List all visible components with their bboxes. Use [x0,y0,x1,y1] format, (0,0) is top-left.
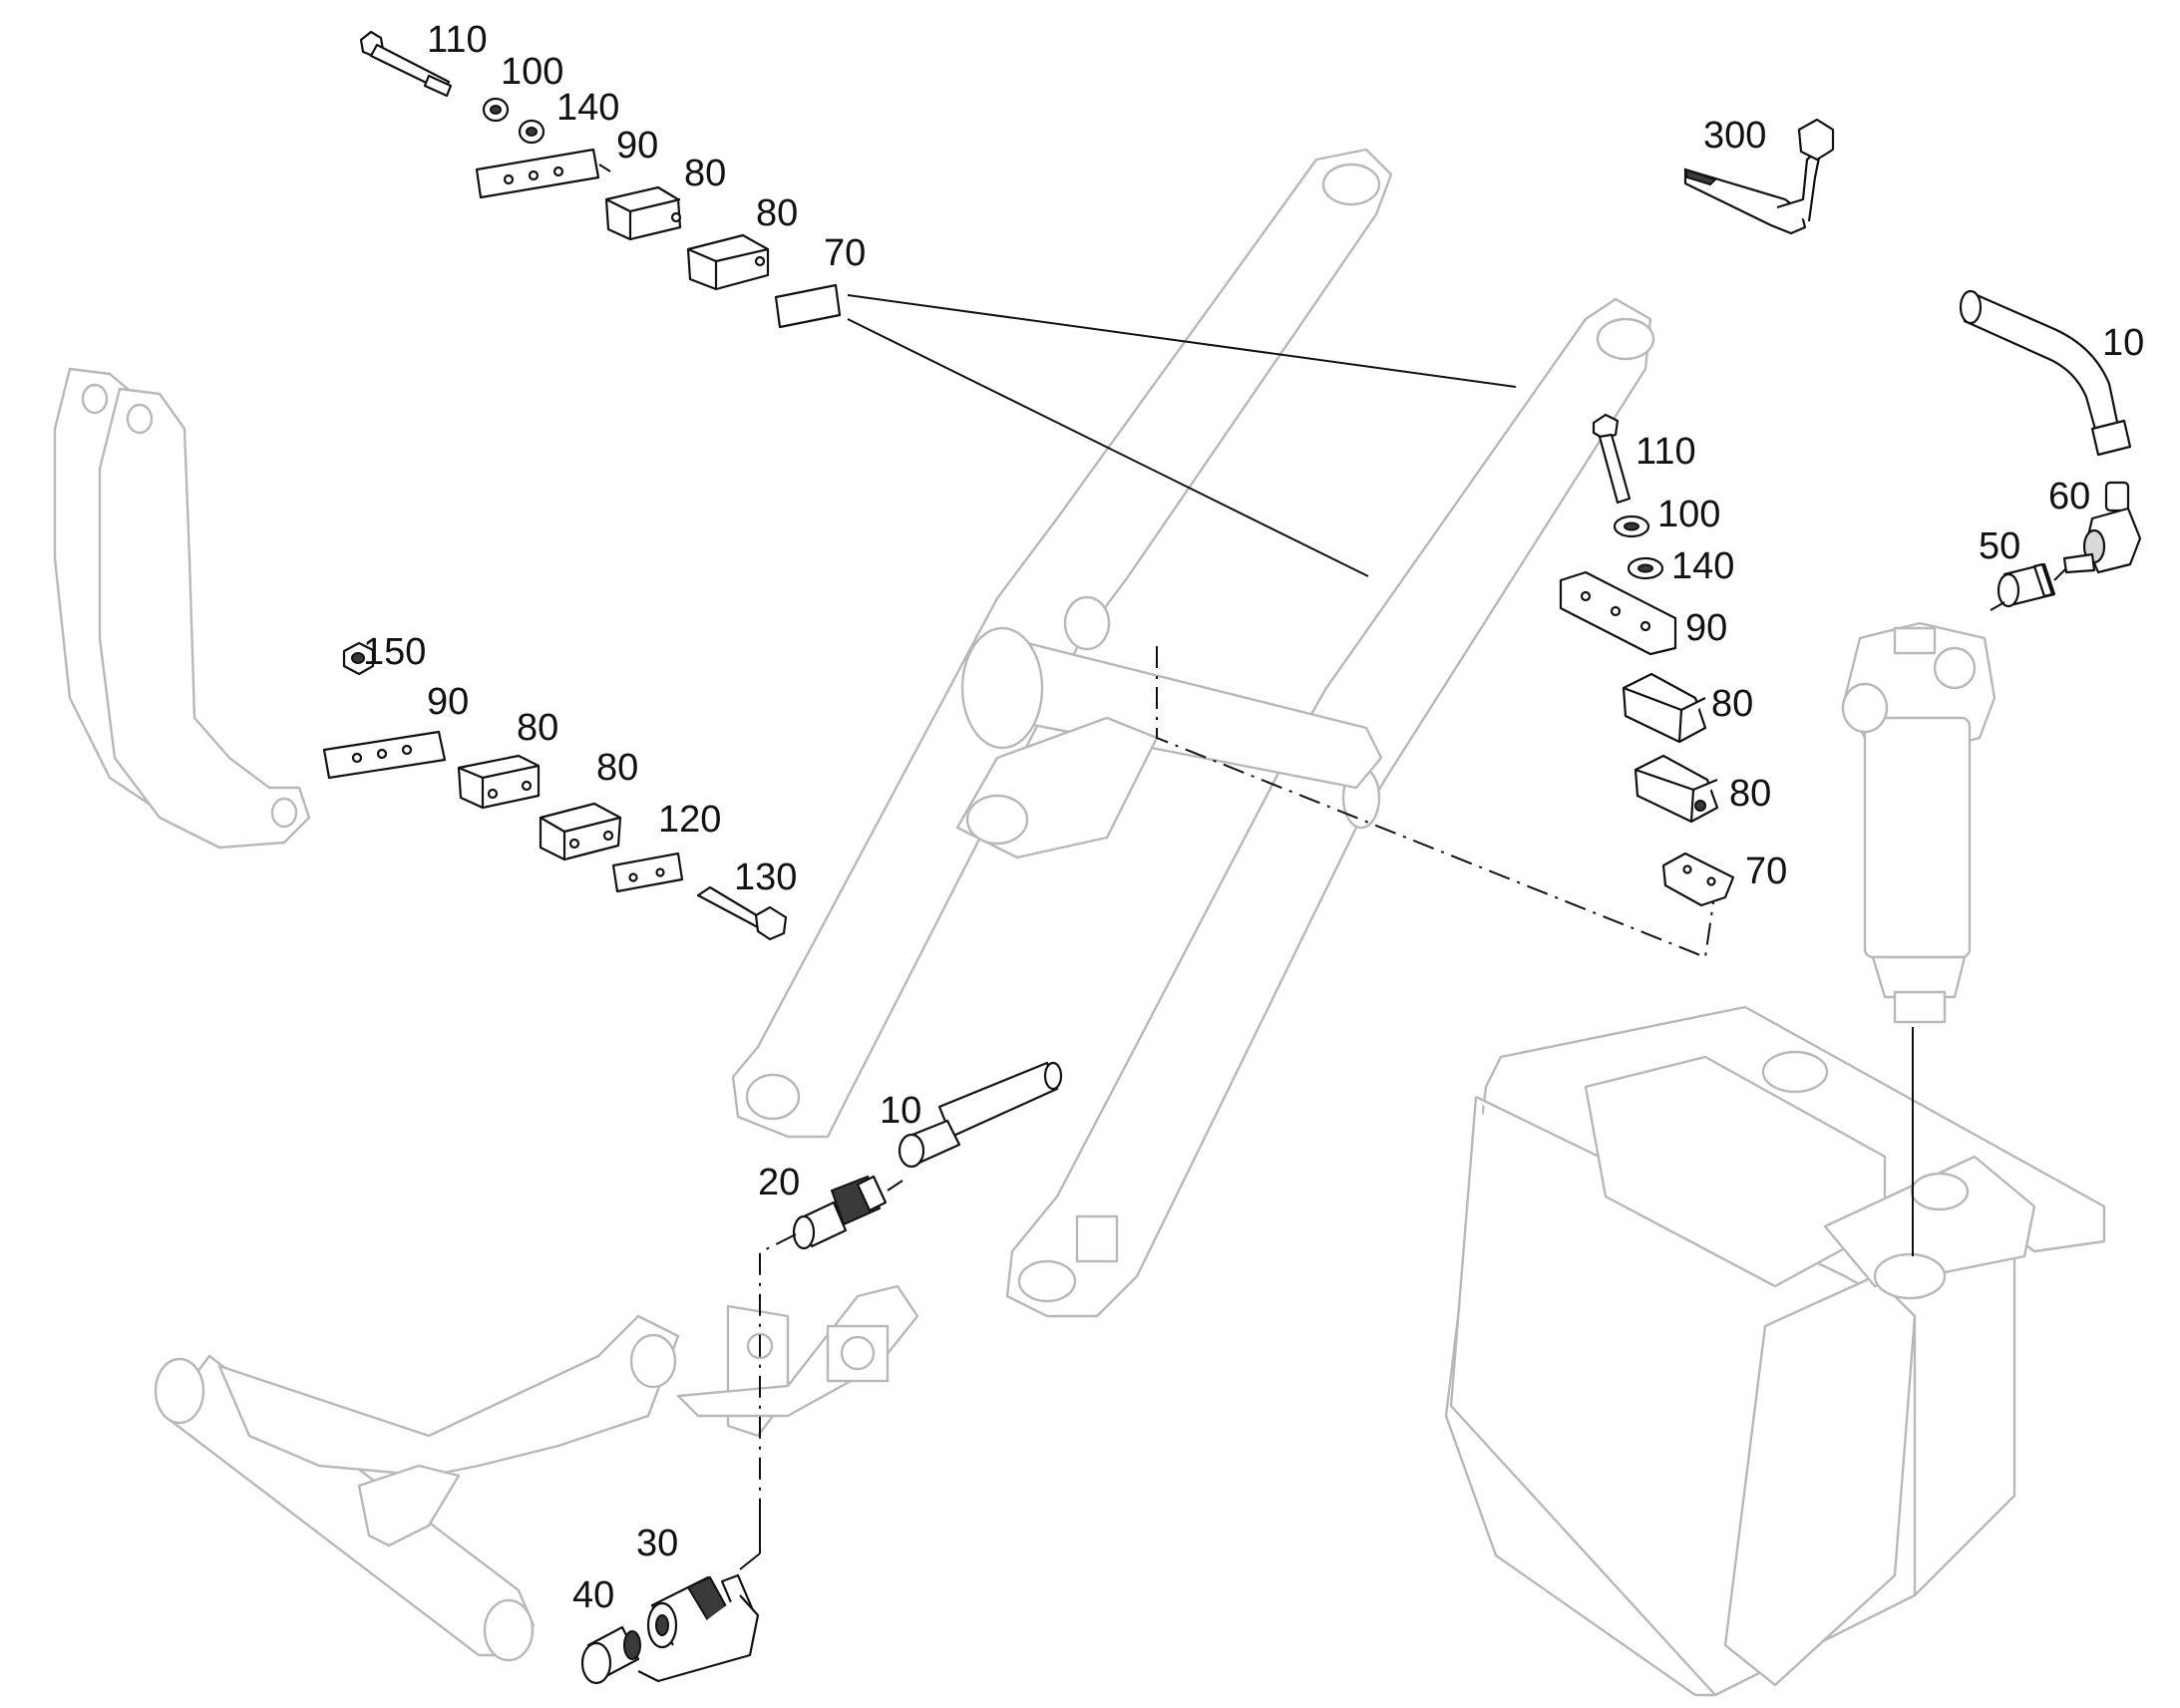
callout-labels: 110 100 140 90 80 80 70 300 10 60 50 110… [363,19,2144,1616]
dust-cap-part-40 [580,1625,641,1685]
callout-80-mid-a: 80 [1711,683,1753,725]
callout-80-top-b: 80 [756,192,798,234]
quick-coupler-part-30 [637,1573,760,1683]
clamp-block-part-80-left-b [539,802,622,861]
callout-110-top: 110 [427,19,488,61]
lower-frame-crossbar [154,1314,680,1662]
coupler-mount-bracket [676,1284,919,1438]
callout-40: 40 [572,1574,614,1616]
callout-140-mid: 140 [1671,545,1734,587]
clamp-plate-part-90-top [475,148,600,199]
callout-100-top: 100 [501,51,563,93]
adapter-fitting-part-50 [1997,562,2056,608]
callout-80-left-a: 80 [517,707,558,749]
callout-90-left: 90 [427,681,469,723]
filter-housing [1841,621,1997,1024]
hydraulic-tank [1444,1005,2106,1697]
hose-part-10-right [1959,289,2132,457]
washer-part-100-top [482,97,510,123]
adapter-part-20 [792,1175,888,1250]
callout-110-mid: 110 [1635,431,1696,473]
callout-90-top: 90 [616,125,658,167]
callout-130-left: 130 [734,856,797,898]
callout-10-right: 10 [2102,322,2144,364]
washer-part-140-mid [1627,556,1664,580]
callout-30: 30 [636,1523,678,1564]
clamp-block-part-80-mid-b [1634,754,1719,824]
cover-plate-part-70-top [774,283,842,329]
callout-80-left-b: 80 [596,747,638,789]
clamp-plate-part-90-mid [1559,570,1677,656]
clamp-block-part-80-top-a [604,185,682,241]
callout-90-mid: 90 [1685,607,1727,649]
callout-70-mid: 70 [1745,851,1787,892]
callout-300: 300 [1703,115,1766,157]
callout-60: 60 [2048,476,2090,517]
clamp-block-part-80-left-a [457,754,541,810]
callout-150-left: 150 [363,631,426,673]
nut-part-150-left [342,641,375,676]
bolt-part-130-left [696,885,788,941]
clamp-plate-part-90-left [322,730,447,780]
bolt-part-110-mid [1592,413,1632,505]
callout-140-top: 140 [556,87,619,129]
callout-50: 50 [1979,525,2020,567]
boom-bracket-plates [53,367,311,850]
elbow-fitting-part-60 [2062,481,2142,574]
callout-70-top: 70 [824,232,866,274]
washer-part-100-mid [1613,514,1650,538]
wire-harness-part-300 [1683,118,1835,235]
callout-120-left: 120 [658,799,721,841]
clamp-block-part-80-top-b [686,233,770,291]
hose-part-10-bottom [898,1061,1063,1169]
bolt-part-110-top [359,30,453,98]
callout-100-mid: 100 [1657,494,1720,535]
callout-20: 20 [758,1162,800,1203]
cover-plate-part-70-mid [1661,852,1735,907]
cover-plate-part-120-left [611,852,684,893]
washer-part-140-top [518,119,545,145]
callout-10-bottom: 10 [880,1090,921,1132]
callout-80-mid-b: 80 [1729,773,1771,815]
callout-80-top-a: 80 [684,153,726,194]
clamp-block-part-80-mid-a [1622,672,1707,744]
